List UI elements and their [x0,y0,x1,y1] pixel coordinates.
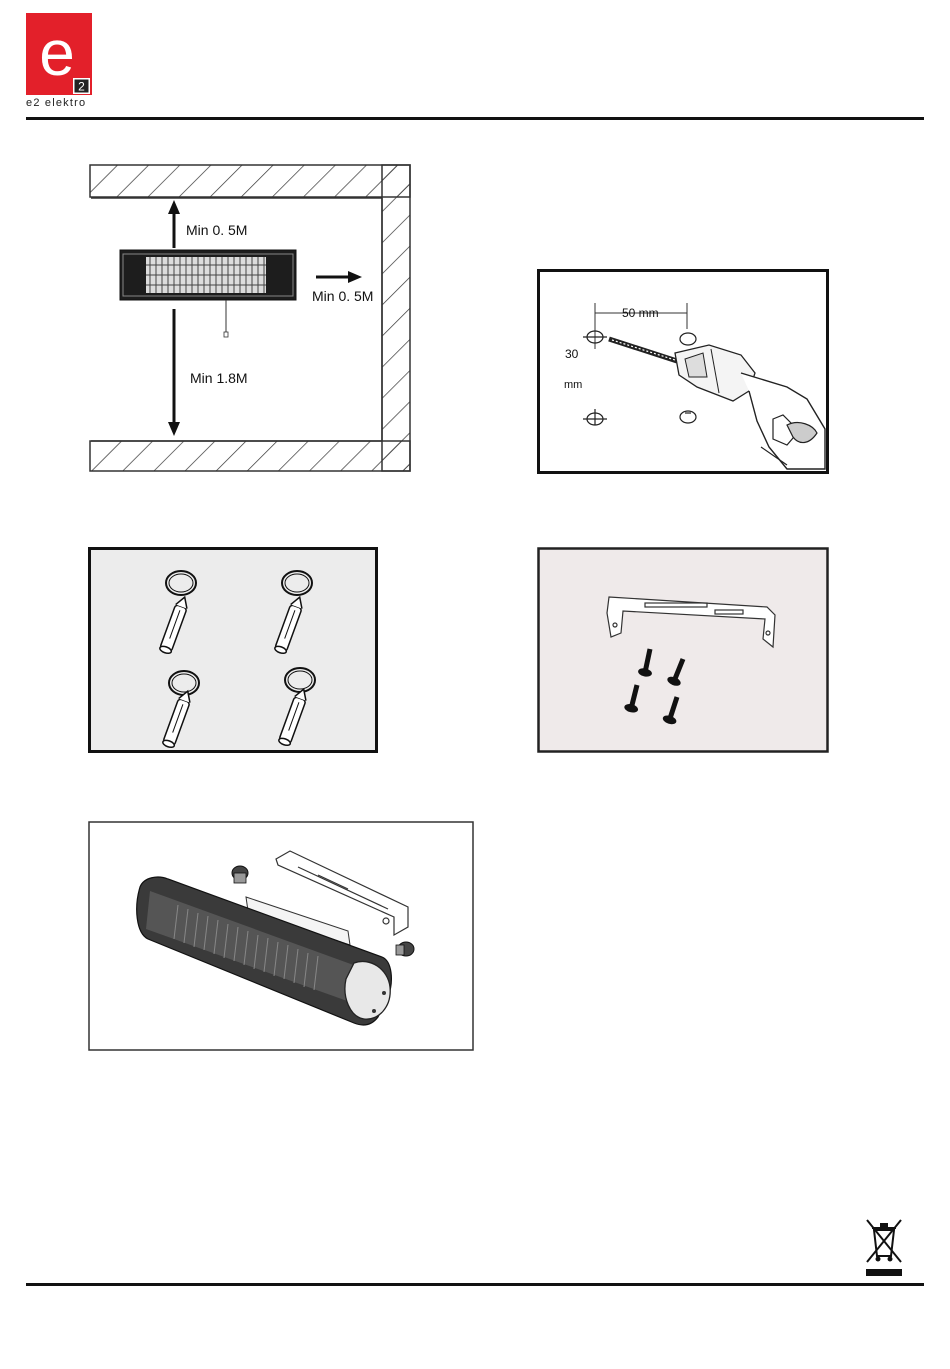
hole-offset-value: 30 [565,347,579,361]
bottom-clearance-label: Min 1.8M [190,370,248,386]
bracket-screws-figure [537,547,829,753]
side-clearance-label: Min 0. 5M [312,288,373,304]
hole-offset-unit: mm [564,379,582,391]
anchors-figure [88,547,378,753]
drilling-diagram: 50 mm 30 mm [537,269,829,474]
logo-superscript: 2 [78,80,85,94]
header-divider [26,117,924,120]
brand-logo: e 2 [26,13,92,95]
crossed-out-wheelie-bin-icon [864,1216,904,1283]
brand-name: e2 elektro [26,97,86,109]
logo-letter: e [39,17,75,89]
hole-spacing-label: 50 mm [622,306,659,320]
assembly-figure [88,821,474,1051]
footer-divider [26,1283,924,1286]
top-clearance-label: Min 0. 5M [186,222,247,238]
clearance-diagram: Min 0. 5M Min 0. 5M Min 1.8M [88,163,413,473]
